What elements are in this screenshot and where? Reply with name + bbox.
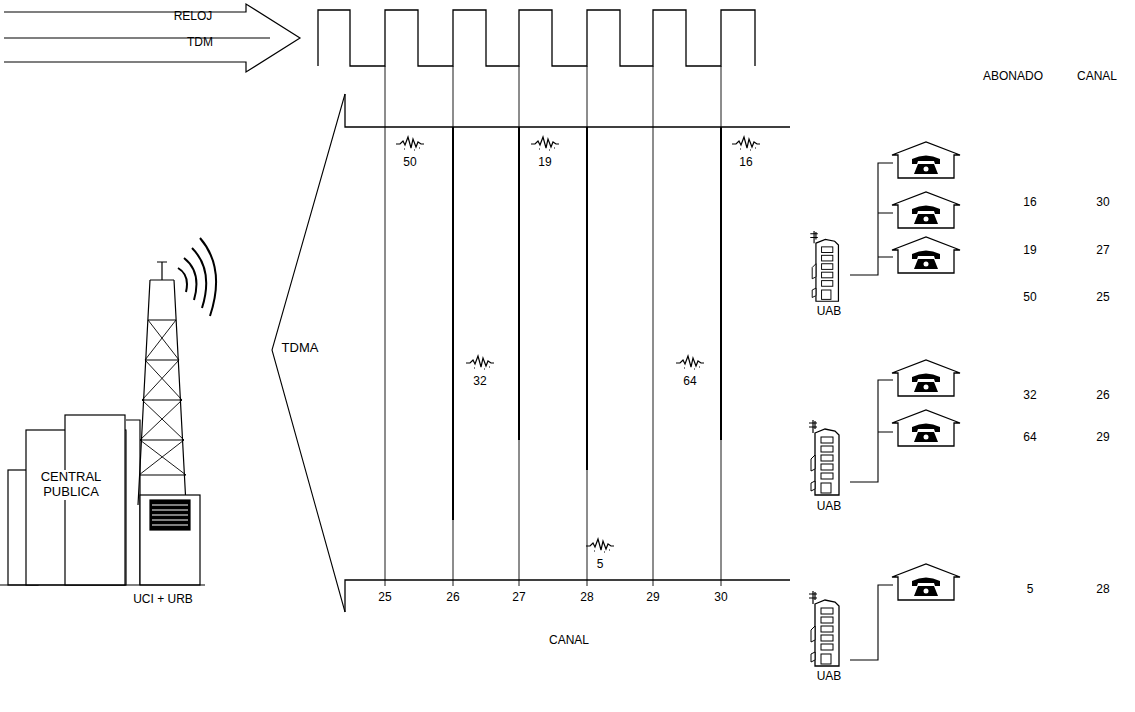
table-cell: 50 [1023,291,1036,304]
table-cell: 27 [1096,244,1109,257]
unit-label: UAB [817,305,842,318]
table-cell: 16 [1023,196,1036,209]
table-cell: 64 [1023,431,1036,444]
equipment-label: UCI + URB [133,593,193,606]
table-cell: 19 [1023,244,1036,257]
subscriber-number: 16 [739,156,752,169]
channel-number: 29 [644,591,661,604]
central-building [0,238,216,585]
subscriber-wires [850,163,893,660]
table-cell: 5 [1027,583,1034,596]
axis-label: CANAL [549,634,589,647]
node-text: RELOJ [174,10,213,24]
tdma-frame [272,66,790,612]
frame-label: TDMA [282,341,319,355]
table-cell: 29 [1096,431,1109,444]
unit-label: UAB [817,670,842,683]
clock-waveform [318,10,755,66]
table-header: CANAL [1077,70,1117,83]
channel-number: 27 [510,591,527,604]
table-cell: 26 [1096,389,1109,402]
node-text: TDM [187,36,213,50]
unit-label: UAB [817,500,842,513]
subscriber-number: 64 [683,375,696,388]
table-cell: 25 [1096,291,1109,304]
table-header: ABONADO [983,70,1043,83]
subscriber-number: 32 [473,375,486,388]
channel-number: 30 [712,591,729,604]
subscriber-number: 5 [597,558,604,571]
subscriber-number: 50 [403,156,416,169]
building-box: CENTRAL PUBLICA [26,470,116,520]
channel-number: 28 [578,591,595,604]
table-cell: 28 [1096,583,1109,596]
node-text: CENTRAL PUBLICA [36,470,106,500]
channel-number: 25 [376,591,393,604]
clock-arrow [4,4,300,72]
subscriber-number: 19 [538,156,551,169]
channel-number: 26 [444,591,461,604]
table-cell: 32 [1023,389,1036,402]
clock-arrow-box: RELOJ TDM [4,4,300,72]
table-cell: 30 [1096,196,1109,209]
